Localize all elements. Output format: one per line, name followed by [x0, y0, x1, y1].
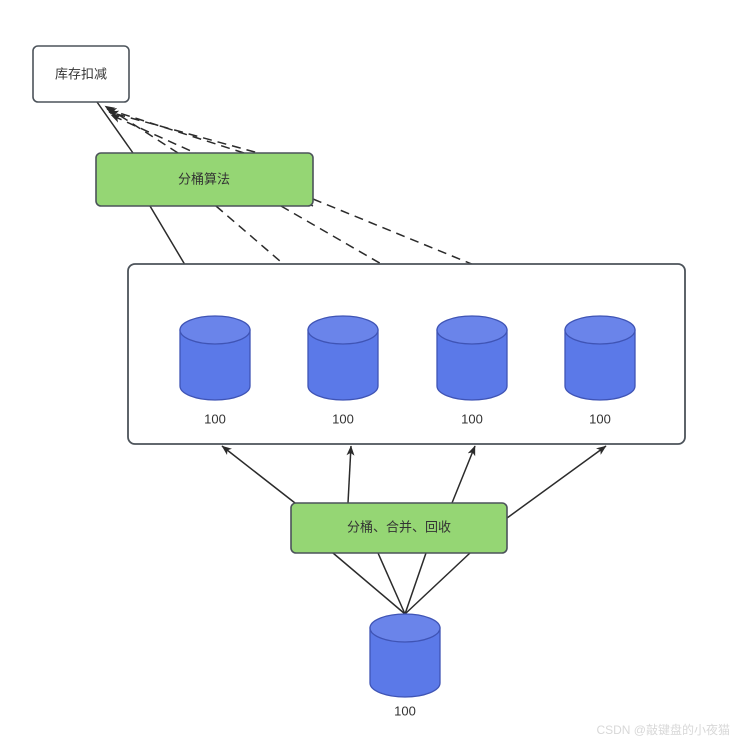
edge-source-to-merge-4 — [404, 552, 471, 615]
bucket-cylinder-4-top — [564, 315, 636, 345]
source-cylinder-top — [369, 613, 441, 643]
edge-merge-to-container-1 — [221, 445, 296, 504]
node-bucket-algorithm-label: 分桶算法 — [178, 171, 230, 186]
bucket-cylinder-1-count: 100 — [204, 411, 226, 426]
edge-source-to-merge-3 — [404, 552, 427, 615]
bucket-cylinder-3-body — [436, 329, 508, 401]
node-merge-recycle-box[interactable] — [290, 502, 508, 554]
node-bucket-algorithm[interactable]: 分桶算法 — [95, 152, 314, 207]
edges-merge-to-container — [221, 445, 607, 519]
edge-merge-to-container-4 — [506, 445, 607, 519]
edge-source-to-merge-1 — [332, 552, 406, 615]
edge-deduction-to-bucket-algorithm — [96, 101, 134, 154]
bucket-cylinder-4-body — [564, 329, 636, 401]
node-inventory-deduction-label: 库存扣减 — [55, 66, 107, 81]
bucket-cylinder-2[interactable]: 100 — [307, 315, 379, 426]
node-inventory-deduction-box[interactable] — [32, 45, 130, 103]
bucket-cylinder-1[interactable]: 100 — [179, 315, 251, 426]
bucket-cylinder-1-body — [179, 329, 251, 401]
edge-return-2 — [106, 108, 245, 154]
node-merge-recycle[interactable]: 分桶、合并、回收 — [290, 502, 508, 554]
bucket-cylinder-2-body — [307, 329, 379, 401]
edge-source-to-merge-2 — [377, 552, 406, 615]
bucket-cylinder-4-count: 100 — [589, 411, 611, 426]
bucket-cylinder-2-count: 100 — [332, 411, 354, 426]
edge-merge-to-container-2 — [346, 445, 355, 504]
source-cylinder-count: 100 — [394, 703, 416, 718]
bucket-group-container — [127, 263, 686, 445]
bucket-cylinder-3-count: 100 — [461, 411, 483, 426]
bucket-cylinder-4[interactable]: 100 — [564, 315, 636, 426]
node-inventory-deduction[interactable]: 库存扣减 — [32, 45, 130, 103]
source-cylinder[interactable]: 100 — [369, 613, 441, 718]
edges-source-to-merge — [332, 552, 471, 615]
bucket-cylinder-3[interactable]: 100 — [436, 315, 508, 426]
watermark-label: CSDN @敲键盘的小夜猫 — [596, 722, 730, 737]
edge-merge-to-container-3 — [451, 445, 476, 504]
bucket-cylinder-3-top — [436, 315, 508, 345]
bucket-cylinder-2-top — [307, 315, 379, 345]
bucket-cylinder-1-top — [179, 315, 251, 345]
source-cylinder-body — [369, 627, 441, 698]
node-merge-recycle-label: 分桶、合并、回收 — [347, 519, 451, 534]
node-bucket-algorithm-box[interactable] — [95, 152, 314, 207]
